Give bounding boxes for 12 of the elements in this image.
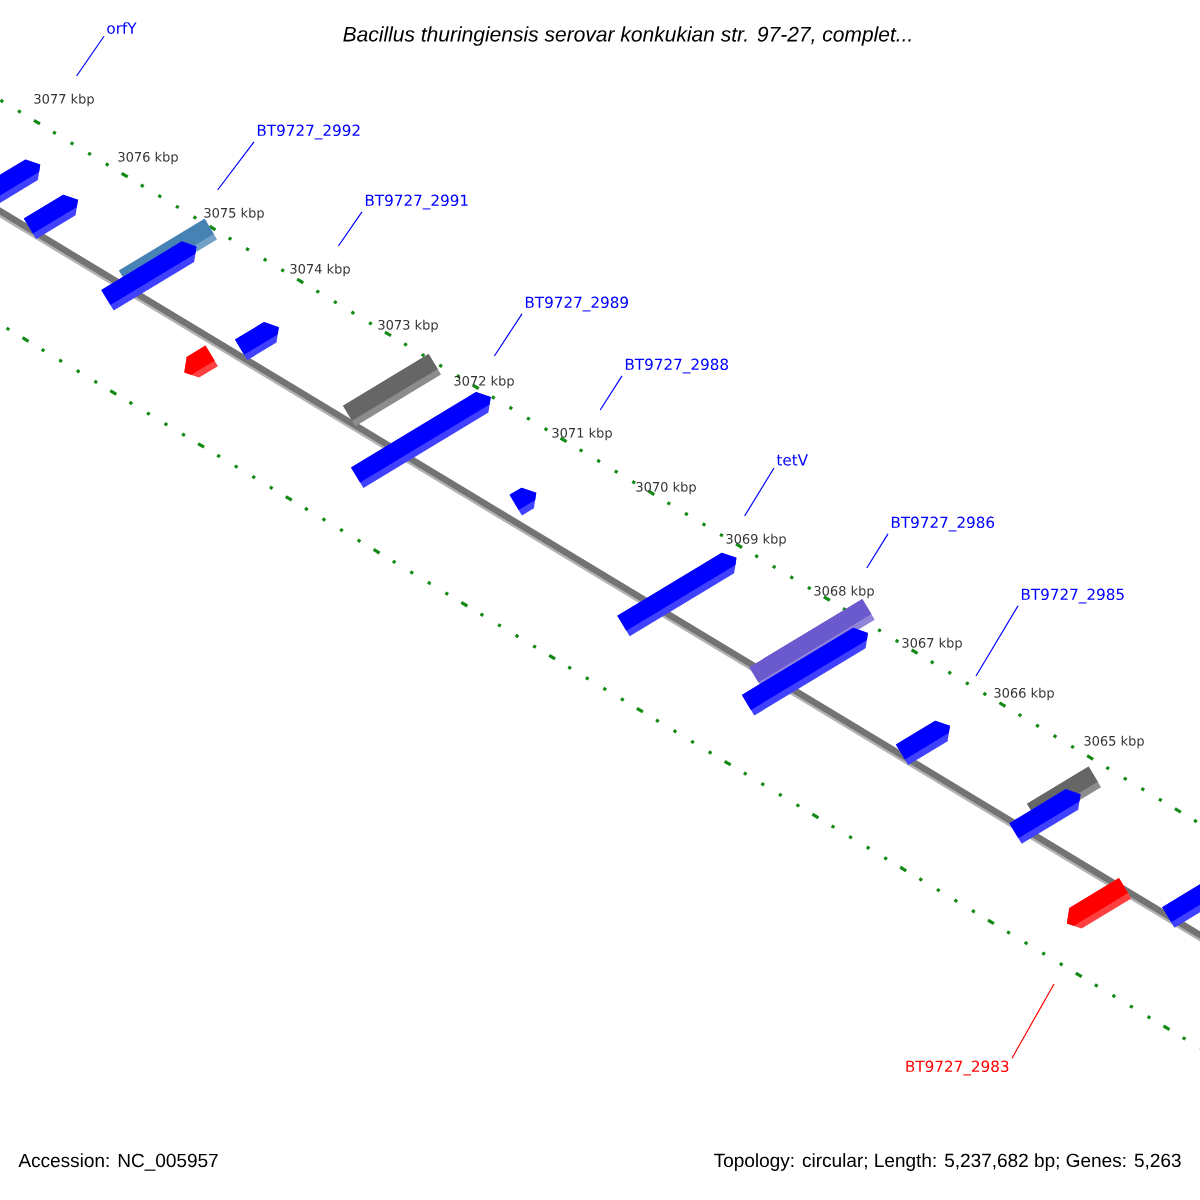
- leader-line: [337, 211, 363, 247]
- leader-line: [1011, 983, 1055, 1059]
- leader-line: [744, 467, 775, 517]
- leader-line: [493, 313, 523, 357]
- leader-line: [866, 533, 889, 569]
- title: Bacillus thuringiensis serovar konkukian str. 97-27, complet...: [343, 26, 911, 46]
- leader-line: [599, 375, 623, 411]
- leader-line: [217, 141, 255, 191]
- leader-line: [76, 35, 105, 77]
- genome-info-text: Topology: circular; Length: 5,237,682 bp; Genes: 5,263: [714, 1153, 1181, 1171]
- accession-text: Accession: NC_005957: [18, 1153, 218, 1171]
- leader-line: [975, 605, 1019, 677]
